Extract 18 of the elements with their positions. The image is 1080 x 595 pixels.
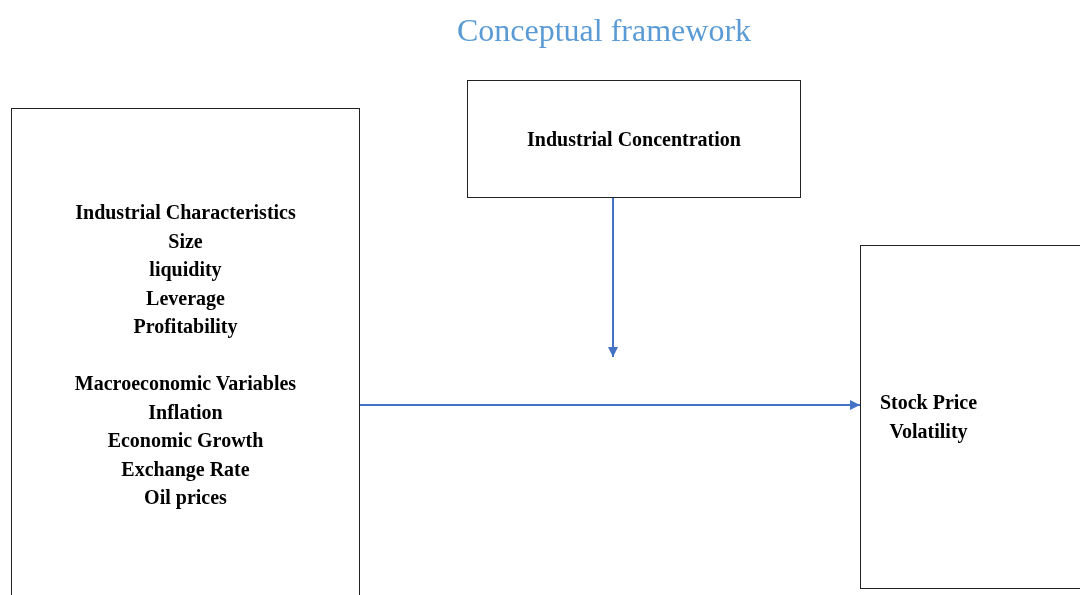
box-text: Oil prices [144,485,227,511]
concept-box [860,245,1080,589]
arrow [608,197,618,358]
concept-box [11,108,360,595]
box-text: Macroeconomic Variables [74,370,297,396]
box-text: Size [168,228,203,254]
box-text: Economic Growth [107,428,264,454]
box-text: liquidity [149,257,222,283]
box-text: Stock Price Volatility [878,390,979,445]
diagram-title: Conceptual framework [455,12,753,49]
box-text: Leverage [146,285,225,312]
box-text: Inflation [148,399,223,425]
concept-box [467,80,801,198]
box-text: Exchange Rate [121,456,250,483]
box-text: Industrial Concentration [527,126,741,152]
box-text: Profitability [133,314,238,340]
heading-text: Industrial Characteristics [75,200,296,225]
arrow [359,400,861,410]
